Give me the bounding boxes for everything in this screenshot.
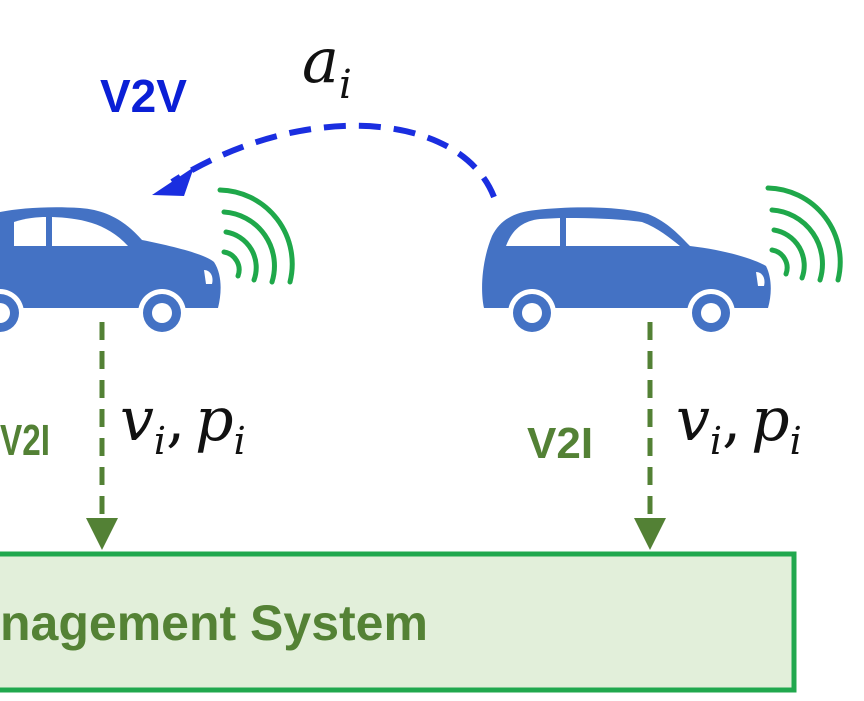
v2v-dashed-arrow bbox=[170, 122, 497, 199]
v2v-arrow-head bbox=[152, 167, 194, 196]
left-wireless-signal-icon bbox=[217, 187, 295, 285]
state-label-left: vi,pi bbox=[120, 385, 246, 463]
right-v2i-arrow-head bbox=[634, 518, 666, 550]
v2v-label: V2V bbox=[100, 70, 187, 122]
management-system-label: nagement System bbox=[0, 595, 428, 651]
state-label-right: vi,pi bbox=[676, 385, 802, 463]
left-car-icon bbox=[0, 207, 221, 337]
right-car-icon bbox=[482, 207, 771, 337]
v2i-label-left: V2I bbox=[0, 416, 50, 465]
v2i-label-right: V2I bbox=[527, 419, 593, 468]
left-v2i-arrow-head bbox=[86, 518, 118, 550]
action-label: ai bbox=[302, 24, 352, 108]
right-wireless-signal-icon bbox=[765, 185, 843, 283]
management-system-box bbox=[0, 551, 797, 693]
